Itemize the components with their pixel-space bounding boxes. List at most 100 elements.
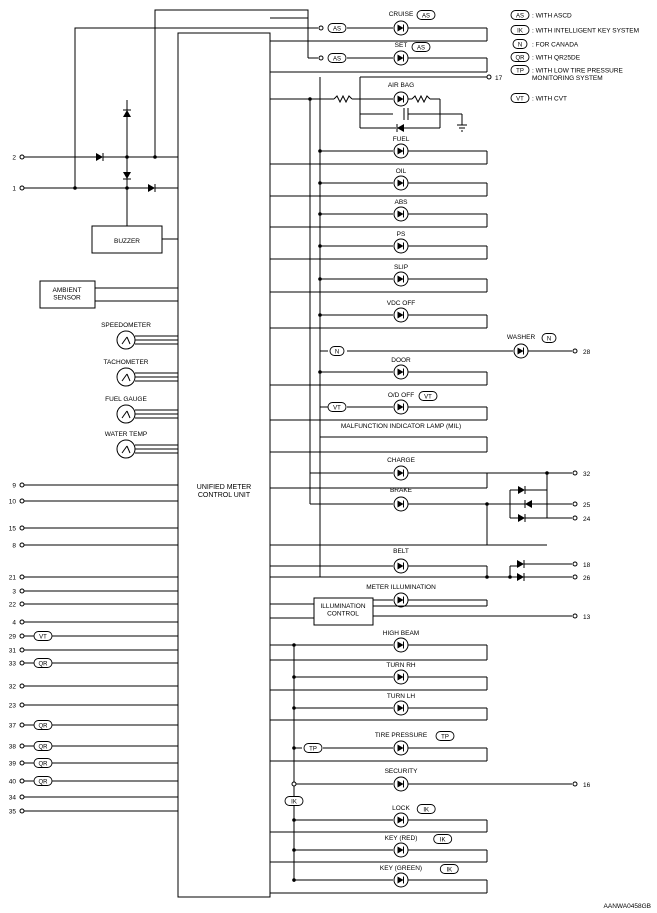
terminal-circle: [572, 515, 578, 521]
terminal-circle: [291, 781, 297, 787]
label-line: UNIFIED METER: [197, 484, 251, 491]
option-tag-text: TP: [309, 746, 317, 752]
option-tag-text: QR: [39, 744, 49, 750]
junction-dot: [545, 471, 549, 475]
terminal-circle: [572, 781, 578, 787]
led-triangle-icon: [397, 210, 404, 218]
ik-line-tag: [284, 796, 304, 806]
terminal-circle: [486, 74, 492, 80]
left-terminal-label: 2: [12, 155, 16, 162]
terminal-label: 18: [583, 562, 591, 569]
junction-dot: [292, 706, 296, 710]
terminal-circle: [19, 743, 25, 749]
option-tag: [418, 391, 438, 401]
gauge-needle: [121, 410, 128, 419]
led-triangle-icon: [397, 500, 404, 508]
terminal-circle: [19, 633, 25, 639]
left-terminal-label: 23: [9, 703, 17, 710]
junction-dot: [508, 575, 512, 579]
label-line: ILLUMINATION: [320, 603, 365, 610]
lamp-label: LOCK: [392, 805, 410, 812]
terminal-label: 25: [583, 502, 591, 509]
terminal-circle: [19, 525, 25, 531]
led-triangle-icon: [397, 673, 404, 681]
terminal-circle: [19, 185, 25, 191]
led-triangle-icon: [397, 469, 404, 477]
left-terminal-label: 35: [9, 809, 17, 816]
terminal-label: 24: [583, 516, 591, 523]
option-tag: [435, 731, 455, 741]
terminal-circle: [572, 501, 578, 507]
label-line: : WITH CVT: [532, 96, 567, 103]
diode-icon: [123, 172, 131, 179]
legend-tag: [510, 93, 530, 103]
terminal-circle: [572, 561, 578, 567]
legend-tag: [510, 65, 530, 75]
option-tag-text: N: [335, 349, 339, 355]
legend-tag: [510, 25, 530, 35]
left-terminal-label: 29: [9, 634, 17, 641]
wire: [154, 9, 309, 157]
lamp-label: PS: [397, 231, 406, 238]
terminal-label: 26: [583, 575, 591, 582]
option-tag: [416, 804, 436, 814]
terminal-circle: [318, 55, 324, 61]
gauge-label: TACHOMETER: [103, 359, 148, 366]
terminal-label: 16: [583, 782, 591, 789]
terminal-circle: [19, 542, 25, 548]
option-tag: [416, 10, 436, 20]
led-triangle-icon: [397, 403, 404, 411]
terminal-circle: [19, 808, 25, 814]
legend-tag: [512, 39, 528, 49]
option-tag: [329, 346, 345, 356]
legend-text: : WITH QR25DE: [532, 55, 581, 62]
label-line: AMBIENT: [53, 287, 82, 294]
gauge-needle: [126, 373, 131, 382]
resistor-icon: [333, 94, 353, 104]
led-triangle-icon: [397, 311, 404, 319]
junction-dot: [292, 746, 296, 750]
lamp-label: O/D OFF: [388, 392, 414, 399]
option-tag: [327, 402, 347, 412]
ambient-sensor-block: [39, 280, 96, 309]
terminal-circle: [19, 760, 25, 766]
diode-icon: [517, 560, 524, 568]
terminal-circle: [19, 683, 25, 689]
label-line: MONITORING SYSTEM: [532, 75, 603, 82]
led-triangle-icon: [397, 704, 404, 712]
option-tag-text: VT: [516, 96, 524, 102]
lamp-label: METER ILLUMINATION: [366, 584, 436, 591]
legend-text: : WITH CVT: [532, 96, 567, 103]
junction-dot: [292, 878, 296, 882]
lamp-label: CRUISE: [389, 11, 414, 18]
option-tag: [303, 743, 323, 753]
option-tag-text: IK: [423, 807, 429, 813]
lamp-label: DOOR: [391, 357, 411, 364]
led-triangle-icon: [517, 347, 524, 355]
terminal-circle: [19, 647, 25, 653]
option-tag-text: TP: [441, 734, 449, 740]
option-tag: [327, 53, 347, 63]
gauge-icon: [116, 330, 136, 350]
terminal-circle: [19, 722, 25, 728]
terminal-circle: [19, 482, 25, 488]
legend-tag: [510, 52, 530, 62]
left-terminal-label: 38: [9, 744, 17, 751]
lamp-label: AIR BAG: [388, 82, 414, 89]
option-tag-text: AS: [422, 13, 430, 19]
left-terminal-label: 21: [9, 575, 17, 582]
lamp-label: WASHER: [507, 334, 536, 341]
left-terminal-label: 34: [9, 795, 17, 802]
option-tag-text: N: [518, 42, 522, 48]
left-terminal-label: 1: [12, 186, 16, 193]
lamp-label: TURN RH: [386, 662, 416, 669]
diode-icon: [96, 153, 103, 161]
led-triangle-icon: [397, 179, 404, 187]
option-tag-text: VT: [333, 405, 341, 411]
option-tag-text: TP: [516, 68, 524, 74]
option-tag-text: AS: [333, 26, 341, 32]
led-triangle-icon: [397, 54, 404, 62]
